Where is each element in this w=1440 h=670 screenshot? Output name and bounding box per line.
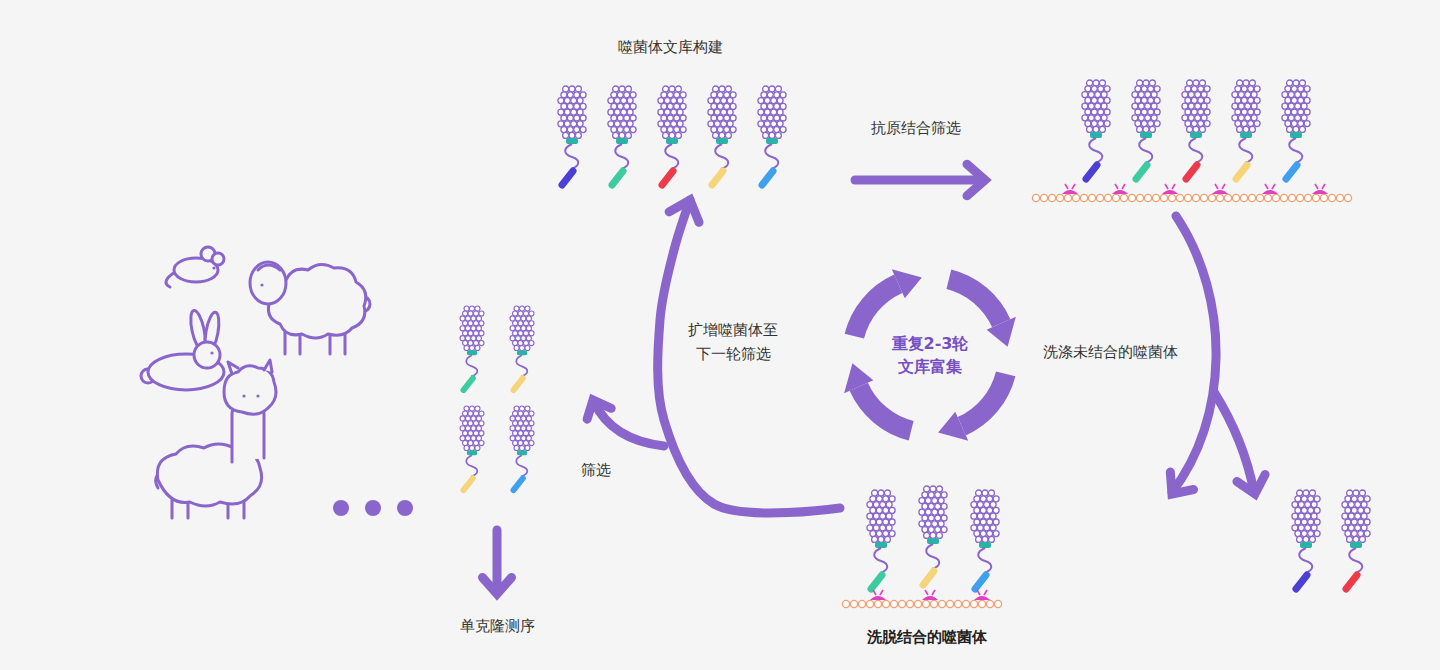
group-heading: 洗脱结合的噬菌体 bbox=[867, 626, 987, 649]
cycle-connector bbox=[658, 200, 840, 513]
phage-icon bbox=[1182, 80, 1210, 179]
cycle-ring bbox=[838, 263, 1022, 447]
alpaca-icon bbox=[156, 360, 276, 518]
phage-icon bbox=[1292, 490, 1320, 589]
library-group: 噬菌体文库构建 bbox=[545, 34, 795, 194]
phage-icon bbox=[1282, 80, 1310, 179]
phage-icon bbox=[971, 490, 999, 589]
phage-icon bbox=[867, 490, 895, 589]
phage-icon bbox=[558, 86, 586, 185]
phage-icon bbox=[1232, 80, 1260, 179]
arrow-head bbox=[1170, 472, 1193, 494]
phage-icon bbox=[919, 486, 947, 585]
phage-icon bbox=[1132, 80, 1160, 179]
eluted-group: 洗脱结合的噬菌体 bbox=[842, 478, 1012, 650]
wash-arrow-branch bbox=[1214, 392, 1254, 492]
arrow-head bbox=[587, 400, 611, 419]
phage-icon bbox=[460, 406, 484, 490]
group-heading: 噬菌体文库构建 bbox=[618, 36, 723, 59]
phage-icon bbox=[1342, 490, 1370, 589]
wash-arrow bbox=[1172, 216, 1216, 492]
step-label: 洗涤未结合的噬菌体 bbox=[1043, 340, 1178, 364]
rabbit-icon bbox=[141, 309, 224, 390]
edge-label: 扩增噬菌体至 下一轮筛选 bbox=[677, 318, 789, 366]
antigen-surface bbox=[1032, 184, 1351, 202]
cycle-label: 重复2-3轮 文库富集 bbox=[878, 332, 982, 378]
mouse-icon bbox=[166, 247, 224, 287]
phage-icon bbox=[1082, 80, 1110, 179]
arrow-head bbox=[967, 164, 985, 196]
flow-arrows bbox=[482, 164, 1265, 594]
arrow-head bbox=[1237, 474, 1265, 494]
step-label: 筛选 bbox=[581, 458, 611, 482]
connector-path bbox=[658, 200, 840, 513]
step-label: 单克隆测序 bbox=[460, 614, 535, 638]
step-label: 抗原结合筛选 bbox=[871, 116, 961, 140]
phage-icon bbox=[608, 86, 636, 185]
ellipsis-dots bbox=[333, 500, 413, 516]
phage-icon bbox=[510, 406, 534, 490]
antigen-surface bbox=[842, 590, 1001, 608]
arrow-head bbox=[482, 577, 511, 594]
animals bbox=[141, 247, 370, 518]
binding-arrow bbox=[855, 176, 983, 185]
phage-icon bbox=[658, 86, 686, 185]
phage-icon bbox=[708, 86, 736, 185]
phage-icon bbox=[460, 306, 484, 390]
sheep-icon bbox=[250, 262, 370, 354]
sequencing-arrow bbox=[493, 530, 502, 592]
arrow-head bbox=[669, 200, 699, 222]
phage-icon bbox=[758, 86, 786, 185]
phage-icon bbox=[510, 306, 534, 390]
enrichment-cycle: 重复2-3轮 文库富集 bbox=[838, 263, 1022, 447]
phage-illustrations bbox=[460, 80, 1370, 589]
